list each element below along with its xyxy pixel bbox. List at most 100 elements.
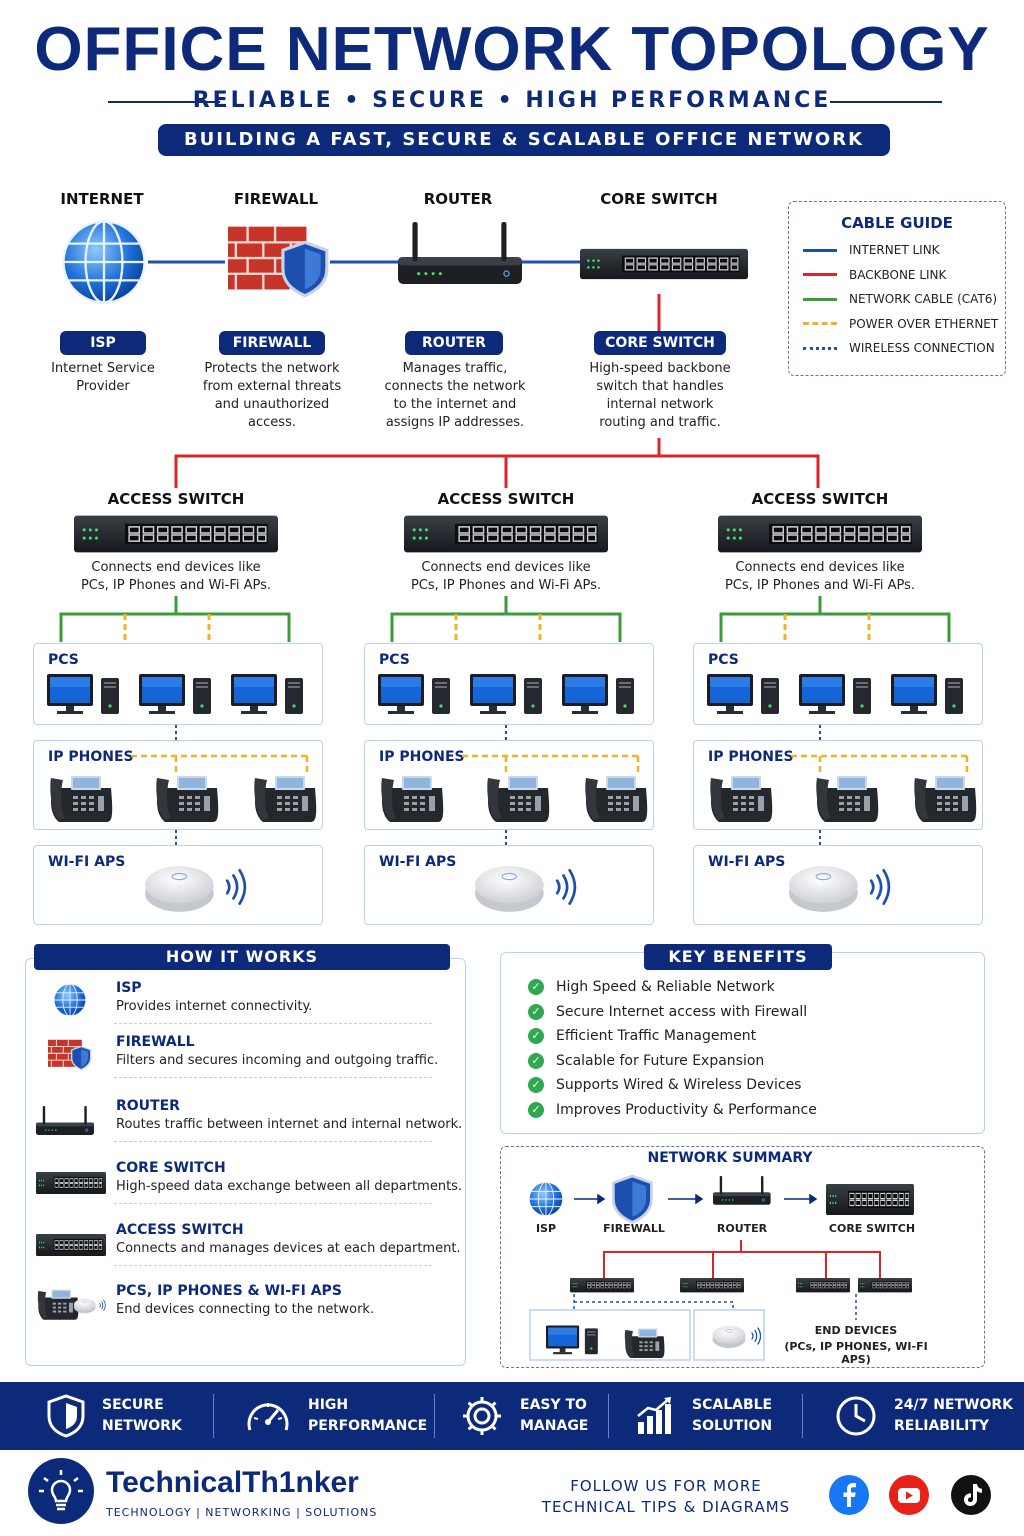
divider [802,1394,803,1438]
cable-guide-item: NETWORK CABLE (CAT6) [789,287,1005,312]
benefit-item: ✓Improves Productivity & Performance [528,1102,817,1118]
divider [114,1141,432,1142]
ip-phone-icon [585,776,648,822]
check-icon: ✓ [528,1028,544,1045]
summary-router-label: ROUTER [716,1222,768,1235]
wifi-ap-icon [473,864,577,914]
divider [114,1023,432,1024]
pcs-group-label: PCS [708,652,739,668]
check-icon: ✓ [528,1077,544,1094]
banner: BUILDING A FAST, SECURE & SCALABLE OFFIC… [158,124,890,156]
firewall-icon [228,225,329,298]
wifi-ap-icon [787,864,891,914]
divider [213,1394,214,1438]
how-it-works-item: PCS, IP PHONES & WI-FI APS End devices c… [36,1283,446,1327]
switch-icon [35,1171,107,1198]
firewall-icon [47,1036,92,1078]
facebook-icon[interactable] [828,1474,870,1516]
youtube-icon[interactable] [888,1474,930,1516]
gear-icon [460,1394,504,1438]
benefit-text: Secure Internet access with Firewall [556,1003,808,1020]
ip-phone-icon [50,776,113,822]
how-it-works-item: ACCESS SWITCH Connects and manages devic… [35,1222,461,1266]
poe-links [131,754,309,774]
router-label: ROUTER [423,190,493,208]
ip-phone-icon [381,776,444,822]
how-it-works-item-desc: End devices connecting to the network. [116,1302,375,1317]
globe-icon [62,220,146,304]
how-it-works-item-desc: Routes traffic between internet and inte… [116,1117,463,1132]
benefit-item: ✓Efficient Traffic Management [528,1028,756,1045]
access-connectors [390,596,622,642]
pc-icon [707,674,779,714]
how-it-works-item-title: CORE SWITCH [116,1160,226,1176]
summary-firewall-label: FIREWALL [603,1222,665,1235]
follow-line-2: TECHNICAL TIPS & DIAGRAMS [541,1498,791,1516]
how-it-works-item: CORE SWITCH High-speed data exchange bet… [35,1160,462,1204]
ip-phone-icon [816,776,879,822]
firewall-pill: FIREWALL [219,331,325,355]
pc-icon [47,674,119,714]
access-connectors [59,596,291,642]
clock-icon [834,1394,878,1438]
divider [114,1265,432,1266]
how-it-works-item-title: ACCESS SWITCH [116,1222,244,1238]
how-it-works-item: ROUTER Routes traffic between internet a… [35,1098,462,1142]
check-icon: ✓ [528,1003,544,1020]
how-it-works-item-desc: Provides internet connectivity. [116,999,313,1014]
wifi-ap-icon [143,864,247,914]
ip-phone-icon [914,776,977,822]
router-icon [398,221,522,285]
cable-guide-item: BACKBONE LINK [789,263,1005,288]
core-switch-icon [580,248,748,280]
ip-phones-group-label: IP PHONES [48,749,134,765]
subtitle-rule-left [108,101,220,103]
check-icon: ✓ [528,979,544,995]
summary-core-switch-label: CORE SWITCH [828,1222,916,1235]
firewall-label: FIREWALL [233,190,319,208]
router-icon [35,1104,95,1142]
cable-guide-item: INTERNET LINK [789,238,1005,263]
ip-phone-icon [710,776,773,822]
benefit-item: ✓Supports Wired & Wireless Devices [528,1077,801,1094]
access-switch-icon [404,514,608,554]
isp-pill: ISP [60,331,146,355]
cable-guide-item: POWER OVER ETHERNET [789,312,1005,337]
how-it-works-item-title: ROUTER [116,1098,180,1114]
wifi-aps-group-label: WI-FI APS [379,854,457,870]
ip-phone-icon [487,776,550,822]
pcs-group-label: PCS [379,652,410,668]
follow-line-1: FOLLOW US FOR MORE [570,1477,762,1495]
check-icon: ✓ [528,1102,544,1118]
access-switch-label: ACCESS SWITCH [751,490,889,508]
pc-icon [470,674,542,714]
feature-bar [0,1382,1024,1450]
benefit-item: ✓ Secure Internet access with Firewall [528,1003,808,1020]
wireless-link [505,725,507,741]
wifi-aps-group-label: WI-FI APS [48,854,126,870]
network-summary-panel [500,1146,985,1368]
tiktok-icon[interactable] [950,1474,992,1516]
switch-icon [35,1233,107,1260]
how-it-works-item-title: ISP [116,980,142,996]
check-icon: ✓ [528,1052,544,1069]
router-pill: ROUTER [405,331,503,355]
how-it-works-item-title: PCS, IP PHONES & WI-FI APS [116,1283,342,1299]
pc-icon [231,674,303,714]
summary-end-devices-label: END DEVICES [814,1324,898,1337]
brand-tagline: TECHNOLOGY | NETWORKING | SOLUTIONS [106,1506,378,1519]
brand-name: TechnicalTh1nker [106,1466,359,1499]
wifi-aps-group-label: WI-FI APS [708,854,786,870]
pc-icon [378,674,450,714]
divider [114,1077,432,1078]
benefit-item: ✓High Speed & Reliable Network [528,979,775,995]
